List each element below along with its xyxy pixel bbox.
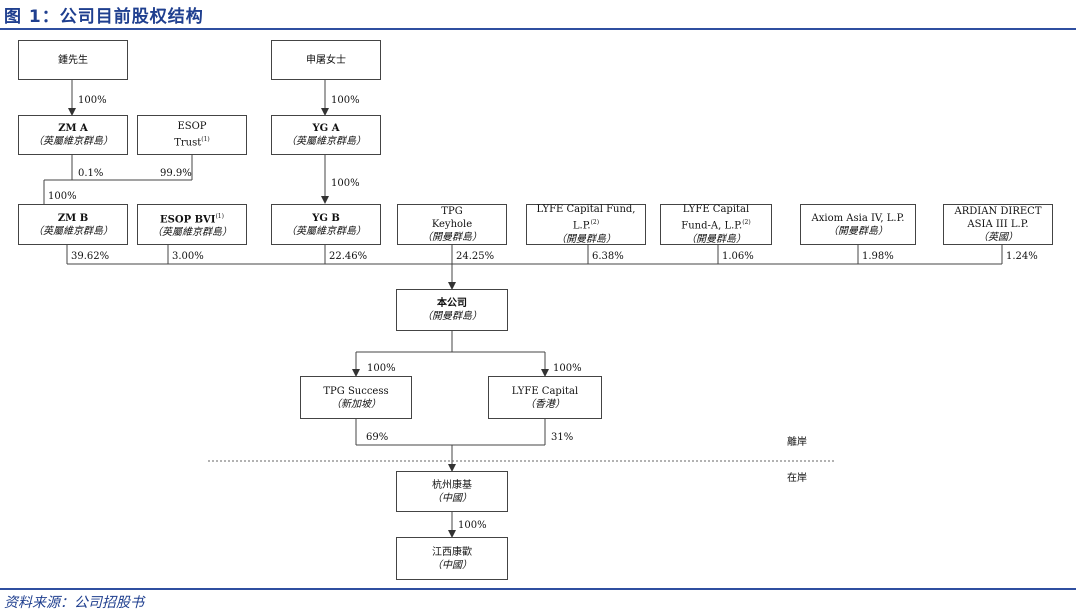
pct-company-tpg-success: 100% bbox=[367, 363, 396, 374]
pct-lyfe-capital-hz: 31% bbox=[551, 432, 574, 443]
footer-rule bbox=[0, 588, 1076, 590]
shareholder-box-lyfe-fund: LYFE Capital Fund, L.P.(2) （開曼群島） bbox=[526, 204, 646, 245]
pct-yga-ygb: 100% bbox=[331, 178, 360, 189]
entity-name: ESOP BVI bbox=[160, 214, 216, 226]
entity-name: ARDIAN DIRECT bbox=[954, 206, 1042, 217]
entity-name-line2: ASIA III L.P. bbox=[967, 219, 1029, 230]
entity-jurisdiction: （英屬維京群島） bbox=[33, 136, 113, 147]
shareholder-box-zmb: ZM B （英屬維京群島） bbox=[18, 204, 128, 245]
pct-lyfe-fund-a: 1.06% bbox=[722, 251, 754, 262]
pct-zhong-zma: 100% bbox=[78, 95, 107, 106]
subsidiary-box-lyfe-capital: LYFE Capital （香港） bbox=[488, 376, 602, 419]
pct-zmb-top: 100% bbox=[48, 191, 77, 202]
pct-shen-yga: 100% bbox=[331, 95, 360, 106]
pct-tpg-success-hz: 69% bbox=[366, 432, 389, 443]
pct-zmb: 39.62% bbox=[71, 251, 110, 262]
subsidiary-box-jiangxi: 江西康歡 （中國） bbox=[396, 537, 508, 580]
shareholder-box-axiom: Axiom Asia IV, L.P. （開曼群島） bbox=[800, 204, 916, 245]
footnote-marker: (2) bbox=[590, 219, 600, 227]
pct-ygb: 22.46% bbox=[329, 251, 368, 262]
entity-name: YG A bbox=[312, 123, 340, 134]
pct-company-lyfe-capital: 100% bbox=[553, 363, 582, 374]
onshore-label: 在岸 bbox=[787, 473, 807, 484]
entity-name: Axiom Asia IV, L.P. bbox=[811, 212, 905, 224]
owner-name: 鍾先生 bbox=[58, 54, 88, 66]
footnote-marker: (1) bbox=[201, 136, 210, 144]
entity-name-line2: Fund-A, L.P. bbox=[681, 220, 743, 232]
pct-hz-jx: 100% bbox=[458, 520, 487, 531]
pct-trust-share: 99.9% bbox=[160, 168, 192, 179]
entity-name: LYFE Capital bbox=[682, 204, 750, 216]
pct-axiom: 1.98% bbox=[862, 251, 894, 262]
entity-name: YG B bbox=[312, 212, 340, 224]
entity-jurisdiction: （中國） bbox=[432, 492, 472, 504]
entity-jurisdiction: （英屬維京群島） bbox=[152, 227, 232, 239]
entity-name: 本公司 bbox=[437, 298, 467, 309]
pct-esop-bvi: 3.00% bbox=[172, 251, 204, 262]
entity-jurisdiction: （開曼群島） bbox=[556, 233, 616, 245]
entity-jurisdiction: （英國） bbox=[978, 232, 1018, 243]
shareholder-box-ardian: ARDIAN DIRECT ASIA III L.P. （英國） bbox=[943, 204, 1053, 245]
pct-ardian: 1.24% bbox=[1006, 251, 1038, 262]
subsidiary-box-tpg-success: TPG Success （新加坡） bbox=[300, 376, 412, 419]
subsidiary-box-hangzhou: 杭州康基 （中國） bbox=[396, 471, 508, 512]
shareholder-box-lyfe-fund-a: LYFE Capital Fund-A, L.P.(2) （開曼群島） bbox=[660, 204, 772, 245]
entity-jurisdiction: （中國） bbox=[432, 559, 472, 571]
entity-name: 杭州康基 bbox=[432, 479, 472, 491]
pct-lyfe-fund: 6.38% bbox=[592, 251, 624, 262]
pct-tpg-keyhole: 24.25% bbox=[456, 251, 495, 262]
footnote-marker: (2) bbox=[742, 219, 751, 227]
entity-name: TPG Success bbox=[323, 385, 389, 397]
entity-jurisdiction: （開曼群島） bbox=[422, 232, 482, 243]
owner-box-zhong: 鍾先生 bbox=[18, 40, 128, 80]
entity-jurisdiction: （香港） bbox=[525, 398, 565, 410]
shareholder-box-esop-bvi: ESOP BVI(1) （英屬維京群島） bbox=[137, 204, 247, 245]
entity-jurisdiction: （開曼群島） bbox=[828, 225, 888, 237]
entity-name: LYFE Capital Fund, L.P. bbox=[536, 204, 636, 232]
entity-name: TPG bbox=[441, 206, 463, 217]
header-rule bbox=[0, 28, 1076, 30]
entity-jurisdiction: （英屬維京群島） bbox=[33, 225, 113, 237]
owner-box-shen: 申屠女士 bbox=[271, 40, 381, 80]
entity-name: ZM B bbox=[57, 212, 89, 224]
entity-box-yga: YG A （英屬維京群島） bbox=[271, 115, 381, 155]
entity-name: ESOP bbox=[177, 121, 207, 133]
entity-box-esop-trust: ESOP Trust(1) bbox=[137, 115, 247, 155]
entity-name: ZM A bbox=[58, 123, 88, 134]
offshore-label: 離岸 bbox=[787, 437, 807, 448]
entity-jurisdiction: （開曼群島） bbox=[422, 311, 482, 322]
figure-title: 图 1：公司目前股权结构 bbox=[4, 7, 204, 27]
entity-jurisdiction: （新加坡） bbox=[331, 398, 381, 410]
entity-name-line2: Trust bbox=[174, 137, 202, 149]
entity-jurisdiction: （英屬維京群島） bbox=[286, 225, 366, 237]
entity-jurisdiction: （開曼群島） bbox=[686, 233, 746, 245]
entity-box-zma: ZM A （英屬維京群島） bbox=[18, 115, 128, 155]
source-note: 资料来源：公司招股书 bbox=[4, 595, 144, 611]
entity-name: LYFE Capital bbox=[511, 385, 579, 397]
entity-jurisdiction: （英屬維京群島） bbox=[286, 136, 366, 147]
footnote-marker: (1) bbox=[215, 212, 224, 220]
pct-zma-share: 0.1% bbox=[78, 168, 104, 179]
shareholder-box-ygb: YG B （英屬維京群島） bbox=[271, 204, 381, 245]
company-box: 本公司 （開曼群島） bbox=[396, 289, 508, 331]
entity-name-line2: Keyhole bbox=[431, 219, 473, 230]
owner-name: 申屠女士 bbox=[306, 54, 346, 66]
entity-name: 江西康歡 bbox=[432, 546, 472, 558]
shareholder-box-tpg-keyhole: TPG Keyhole （開曼群島） bbox=[397, 204, 507, 245]
